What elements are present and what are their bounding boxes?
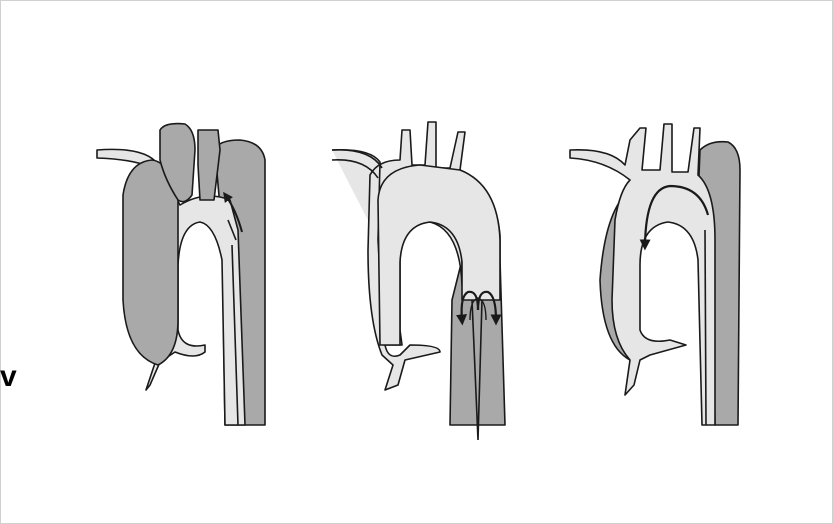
panel-right <box>570 124 740 425</box>
left-branch-2 <box>198 130 220 200</box>
right-aortic-arch <box>570 124 715 425</box>
left-ascending-false-lumen <box>123 160 178 365</box>
panel-left <box>97 124 265 425</box>
right-intimal-flap <box>705 230 706 425</box>
panel-middle <box>332 122 505 440</box>
